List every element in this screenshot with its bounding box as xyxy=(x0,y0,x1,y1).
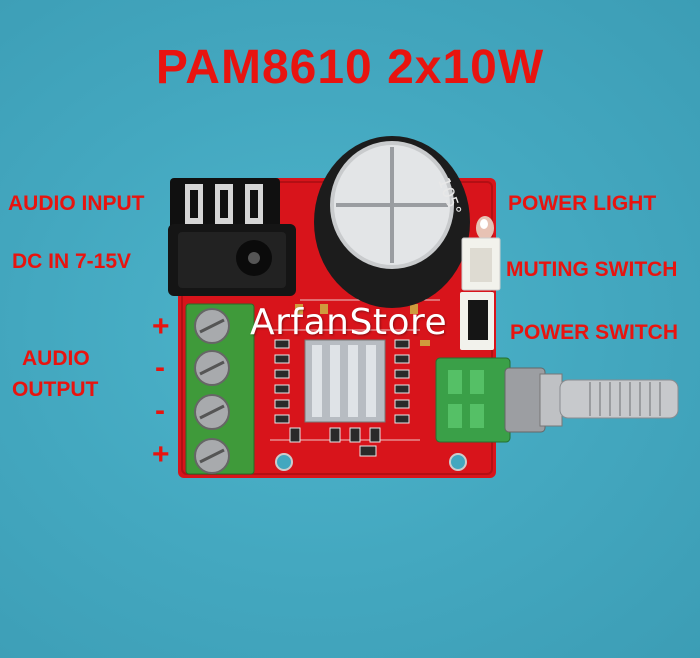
dc-power-jack xyxy=(168,224,296,296)
power-switch-jumper xyxy=(460,292,494,350)
label-audio-input: AUDIO INPUT xyxy=(8,192,145,215)
polarity-symbol: - xyxy=(155,394,165,427)
polarity-symbol: + xyxy=(152,438,170,471)
output-terminal-block xyxy=(185,303,255,475)
capacitor: 105° xyxy=(314,136,470,308)
label-dc-in: DC IN 7-15V xyxy=(12,250,132,273)
audio-input-jack xyxy=(170,178,280,232)
volume-potentiometer xyxy=(435,357,679,443)
label-audio-output-line1: AUDIO xyxy=(22,347,90,370)
mount-hole xyxy=(449,453,467,471)
polarity-symbol: + xyxy=(152,310,170,343)
label-muting-switch: MUTING SWITCH xyxy=(506,258,678,281)
label-power-switch: POWER SWITCH xyxy=(510,321,678,344)
label-audio-output-line2: OUTPUT xyxy=(12,378,99,401)
muting-switch-connector xyxy=(461,237,501,291)
power-led xyxy=(476,216,494,240)
page-title: PAM8610 2x10W xyxy=(155,41,545,94)
label-power-light: POWER LIGHT xyxy=(508,192,657,215)
mount-hole xyxy=(275,453,293,471)
polarity-symbol: - xyxy=(155,351,165,384)
watermark: ArfanStore xyxy=(250,302,448,343)
heatsink xyxy=(304,339,386,423)
